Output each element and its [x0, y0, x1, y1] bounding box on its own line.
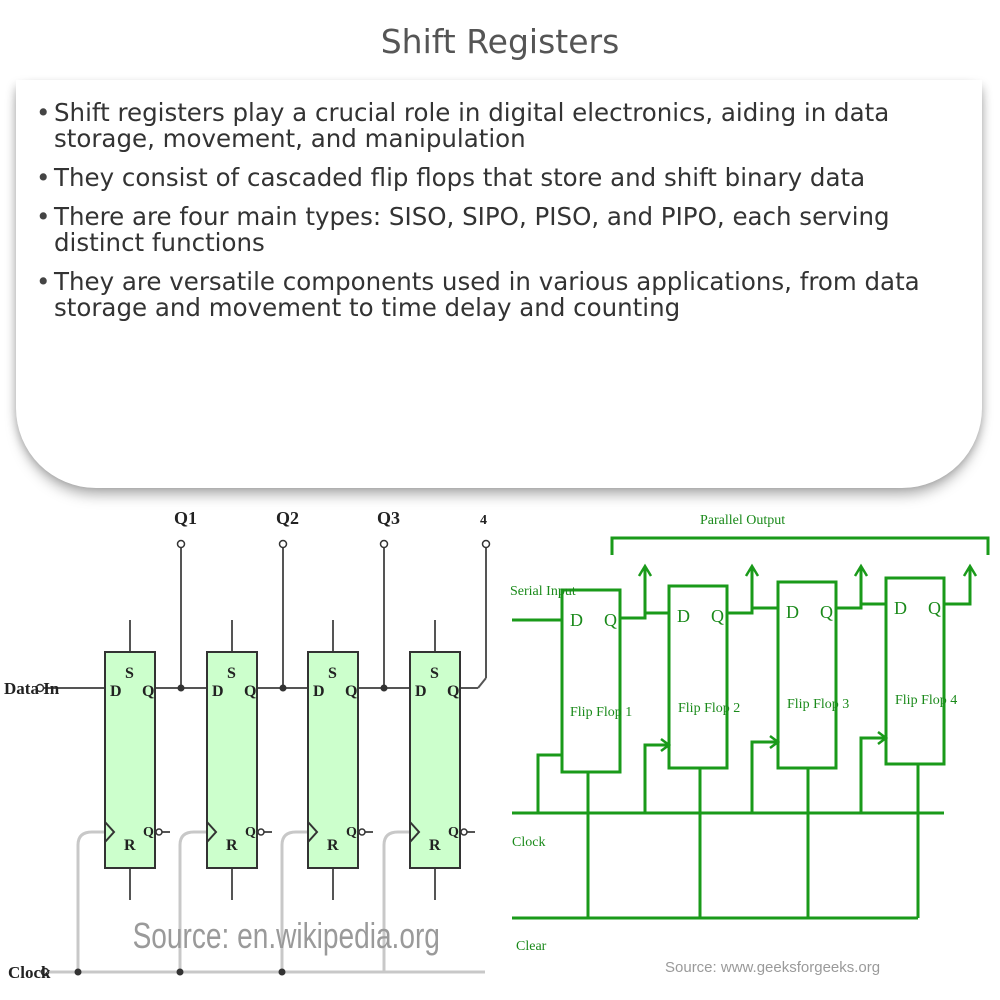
svg-text:D: D [212, 683, 224, 700]
bullet-list: •Shift registers play a crucial role in … [36, 100, 956, 334]
svg-text:Q: Q [711, 606, 724, 626]
data-in-label: Data In [4, 679, 60, 698]
svg-text:R: R [226, 837, 238, 854]
parallel-output-label: Parallel Output [700, 513, 785, 528]
svg-text:Q: Q [604, 610, 617, 630]
svg-text:R: R [124, 837, 136, 854]
svg-text:Q: Q [928, 598, 941, 618]
svg-text:S: S [328, 665, 337, 682]
svg-text:Q: Q [143, 825, 154, 840]
bullet-item: •They consist of cascaded flip flops tha… [36, 165, 956, 191]
svg-text:Q: Q [244, 683, 256, 700]
bullet-dot: • [36, 98, 51, 127]
bullet-dot: • [36, 163, 51, 192]
serial-input-label: Serial Input [510, 584, 576, 599]
svg-text:Q: Q [447, 683, 459, 700]
bullet-item: •They are versatile components used in v… [36, 269, 956, 321]
svg-text:Q: Q [448, 825, 459, 840]
left-shift-register-diagram: Q1 Q2 Q3 4 Data In Clock D S Q R Q D S Q… [4, 508, 491, 982]
svg-text:Q: Q [345, 683, 357, 700]
svg-text:D: D [677, 606, 690, 626]
svg-text:D: D [110, 683, 122, 700]
ff-label-1: Flip Flop 1 [570, 705, 632, 720]
bullet-text: They consist of cascaded flip flops that… [54, 163, 866, 192]
ff-box-1 [560, 588, 622, 774]
bullet-dot: • [36, 267, 51, 296]
bullet-dot: • [36, 202, 51, 231]
svg-text:Q: Q [142, 683, 154, 700]
bullet-item: •Shift registers play a crucial role in … [36, 100, 956, 152]
svg-text:R: R [327, 837, 339, 854]
svg-text:D: D [415, 683, 427, 700]
bullet-text: Shift registers play a crucial role in d… [54, 98, 890, 153]
ff-label-3: Flip Flop 3 [787, 697, 849, 712]
right-source-label: Source: www.geeksforgeeks.org [665, 959, 880, 976]
summary-card [16, 80, 982, 488]
output-label-q1: Q1 [174, 508, 197, 528]
bullet-text: They are versatile components used in va… [54, 267, 920, 322]
clock-label: Clock [8, 963, 51, 982]
ff-label-4: Flip Flop 4 [895, 693, 957, 708]
right-shift-register-diagram: Parallel Output Serial Input Clock Clear… [510, 513, 990, 976]
svg-text:R: R [429, 837, 441, 854]
svg-text:S: S [125, 665, 134, 682]
output-label-q2: Q2 [276, 508, 299, 528]
svg-text:D: D [570, 610, 583, 630]
svg-text:S: S [227, 665, 236, 682]
output-label-q3: Q3 [377, 508, 400, 528]
svg-text:D: D [894, 598, 907, 618]
svg-text:D: D [786, 602, 799, 622]
svg-text:Q: Q [820, 602, 833, 622]
clock-label: Clock [512, 835, 545, 850]
ff-box-2 [667, 584, 729, 770]
ff-label-2: Flip Flop 2 [678, 701, 740, 716]
left-source-label: Source: en.wikipedia.org [133, 916, 440, 956]
clear-label: Clear [516, 939, 547, 954]
bullet-item: •There are four main types: SISO, SIPO, … [36, 204, 956, 256]
page-title: Shift Registers [380, 22, 620, 61]
svg-text:S: S [430, 665, 439, 682]
ff-box-4 [884, 576, 946, 766]
bullet-text: There are four main types: SISO, SIPO, P… [54, 202, 890, 257]
output-label-q4: 4 [480, 513, 487, 528]
svg-text:D: D [313, 683, 325, 700]
svg-text:Q: Q [245, 825, 256, 840]
svg-text:Q: Q [346, 825, 357, 840]
